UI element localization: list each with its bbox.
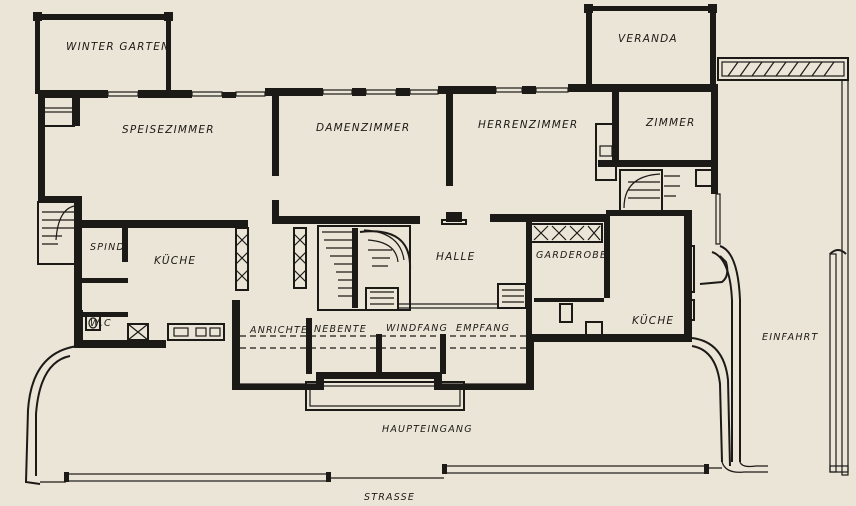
label-kueche-right: KÜCHE (632, 314, 674, 327)
winter-garden-frame (33, 12, 173, 94)
halle-steps (397, 283, 527, 309)
label-speisezimmer: SPEISEZIMMER (122, 124, 215, 136)
outer-walls (38, 84, 718, 390)
label-anrichte: ANRICHTE (249, 325, 308, 336)
street-fence (40, 464, 722, 483)
corridor-dashes (240, 335, 530, 349)
label-winter-garten: WINTER GARTEN (66, 41, 170, 53)
hatched-pillars (235, 223, 695, 293)
label-wc: W.C (90, 318, 112, 329)
label-windfang: WINDFANG (386, 323, 448, 334)
label-herrenzimmer: HERRENZIMMER (478, 119, 578, 131)
label-einfahrt: EINFAHRT (762, 332, 818, 343)
label-empfang: EMPFANG (456, 323, 510, 334)
label-damenzimmer: DAMENZIMMER (316, 122, 410, 134)
label-zimmer: ZIMMER (645, 117, 696, 129)
label-kueche-left: KÜCHE (154, 254, 196, 267)
label-spind: SPIND (90, 242, 125, 253)
label-halle: HALLE (436, 251, 475, 263)
west-stair (37, 201, 79, 265)
room-labels: WINTER GARTEN VERANDA SPEISEZIMMER DAMEN… (66, 33, 818, 503)
zimmer-fixtures (595, 123, 713, 213)
kitchen-fixtures (85, 299, 695, 341)
label-veranda: VERANDA (618, 33, 678, 45)
main-entrance-step (305, 381, 465, 411)
windows (107, 87, 721, 389)
label-nebente: NEBENTE (314, 324, 367, 335)
label-haupteingang: HAUPTEINGANG (382, 424, 473, 435)
speisezimmer-niche (43, 95, 80, 127)
halle-fireplace (441, 212, 467, 225)
site-curves (24, 245, 849, 485)
label-strasse: STRASSE (364, 492, 415, 503)
main-staircase (317, 225, 412, 311)
veranda-frame (584, 4, 717, 86)
label-garderobe: GARDEROBE (536, 250, 607, 261)
terrace-strip (717, 57, 849, 476)
